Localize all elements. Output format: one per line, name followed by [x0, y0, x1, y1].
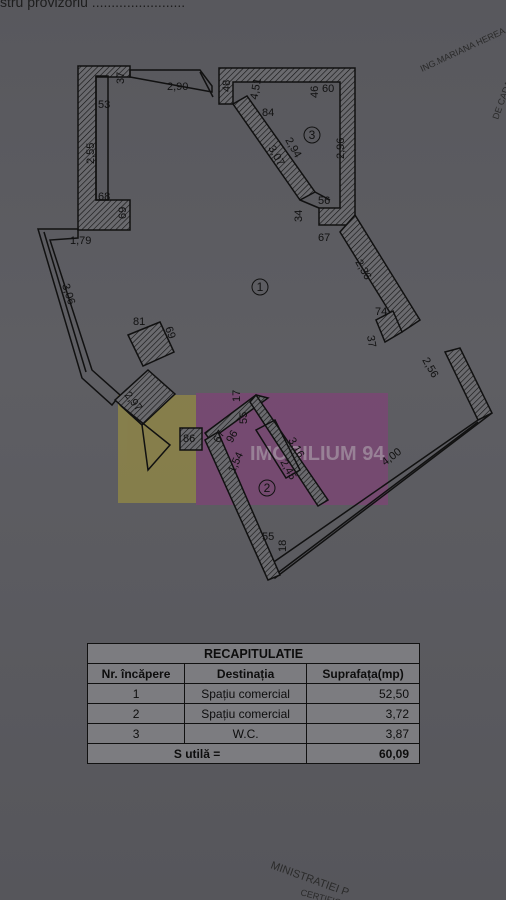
dim-label: 68 [98, 191, 110, 203]
dim-label: 3,06 [59, 282, 77, 306]
dim-label: 48 [221, 80, 233, 92]
header-caption: stru provizoriu ........................ [0, 0, 186, 10]
dim-label: 1,79 [70, 235, 91, 247]
room-marker-2 [258, 479, 276, 497]
table-cell: W.C. [184, 723, 308, 744]
table-cell: Spațiu comercial [184, 683, 308, 704]
room-labels [251, 126, 321, 497]
dim-label: 17 [231, 390, 243, 402]
recap-table: RECAPITULATIE Nr. încăpere Destinația Su… [86, 643, 420, 764]
dim-label: 84 [262, 107, 274, 119]
table-cell: 2 [86, 703, 186, 724]
total-label: S utilă = [86, 743, 308, 764]
total-row: S utilă = 60,09 [86, 743, 420, 764]
dim-label: 4,51 [248, 77, 264, 100]
dim-label: 69 [117, 207, 129, 219]
room-marker-3 [303, 126, 321, 144]
table-row: 2 Spațiu comercial 3,72 [86, 703, 420, 724]
room-label: 2 [264, 481, 271, 495]
col-header: Nr. încăpere [86, 663, 186, 684]
total-value: 60,09 [306, 743, 420, 764]
dim-label: 18 [277, 540, 289, 552]
table-cell: Spațiu comercial [184, 703, 308, 724]
dim-label: 60 [322, 83, 334, 95]
table-row: 1 Spațiu comercial 52,50 [86, 683, 420, 704]
dim-label: 96 [224, 428, 241, 445]
dim-label: 2,56 [419, 356, 440, 381]
dim-label: 37 [364, 334, 378, 348]
dim-label: 55 [238, 412, 250, 424]
dim-label: 67 [211, 428, 228, 445]
col-header: Destinația [184, 663, 308, 684]
col-header: Suprafața(mp) [306, 663, 420, 684]
dim-label: 55 [262, 531, 274, 543]
table-cell: 3,87 [306, 723, 420, 744]
table-cell: 1 [86, 683, 186, 704]
table-row: 3 W.C. 3,87 [86, 723, 420, 744]
dim-label: 56 [318, 195, 330, 207]
dim-label: 2,55 [85, 143, 97, 164]
room-label: 3 [309, 128, 316, 142]
dim-label: 34 [293, 210, 305, 222]
engineer-stamp: ING.MARIANA HEREA [419, 26, 506, 74]
dim-label: 2,90 [167, 81, 188, 93]
room-label: 1 [257, 280, 264, 294]
dim-label: 37 [115, 72, 127, 84]
cadastru-stamp: DE CADASTR [490, 62, 506, 120]
watermark: IMOBILIUM 94 [118, 393, 388, 505]
dim-label: 53 [98, 99, 110, 111]
dim-label: 69 [162, 325, 177, 341]
table-cell: 52,50 [306, 683, 420, 704]
dim-label: 67 [318, 232, 330, 244]
dim-label: 86 [183, 433, 195, 445]
table-cell: 3,72 [306, 703, 420, 724]
walls [36, 65, 494, 581]
dim-label: 81 [133, 316, 145, 328]
dim-label: 74 [375, 306, 387, 318]
room-marker-1 [251, 278, 269, 296]
table-cell: 3 [86, 723, 186, 744]
dim-label: 46 [309, 86, 321, 98]
recap-title: RECAPITULATIE [87, 643, 420, 664]
table-header-row: Nr. încăpere Destinația Suprafața(mp) [86, 663, 420, 684]
dim-label: 2,96 [335, 138, 347, 159]
